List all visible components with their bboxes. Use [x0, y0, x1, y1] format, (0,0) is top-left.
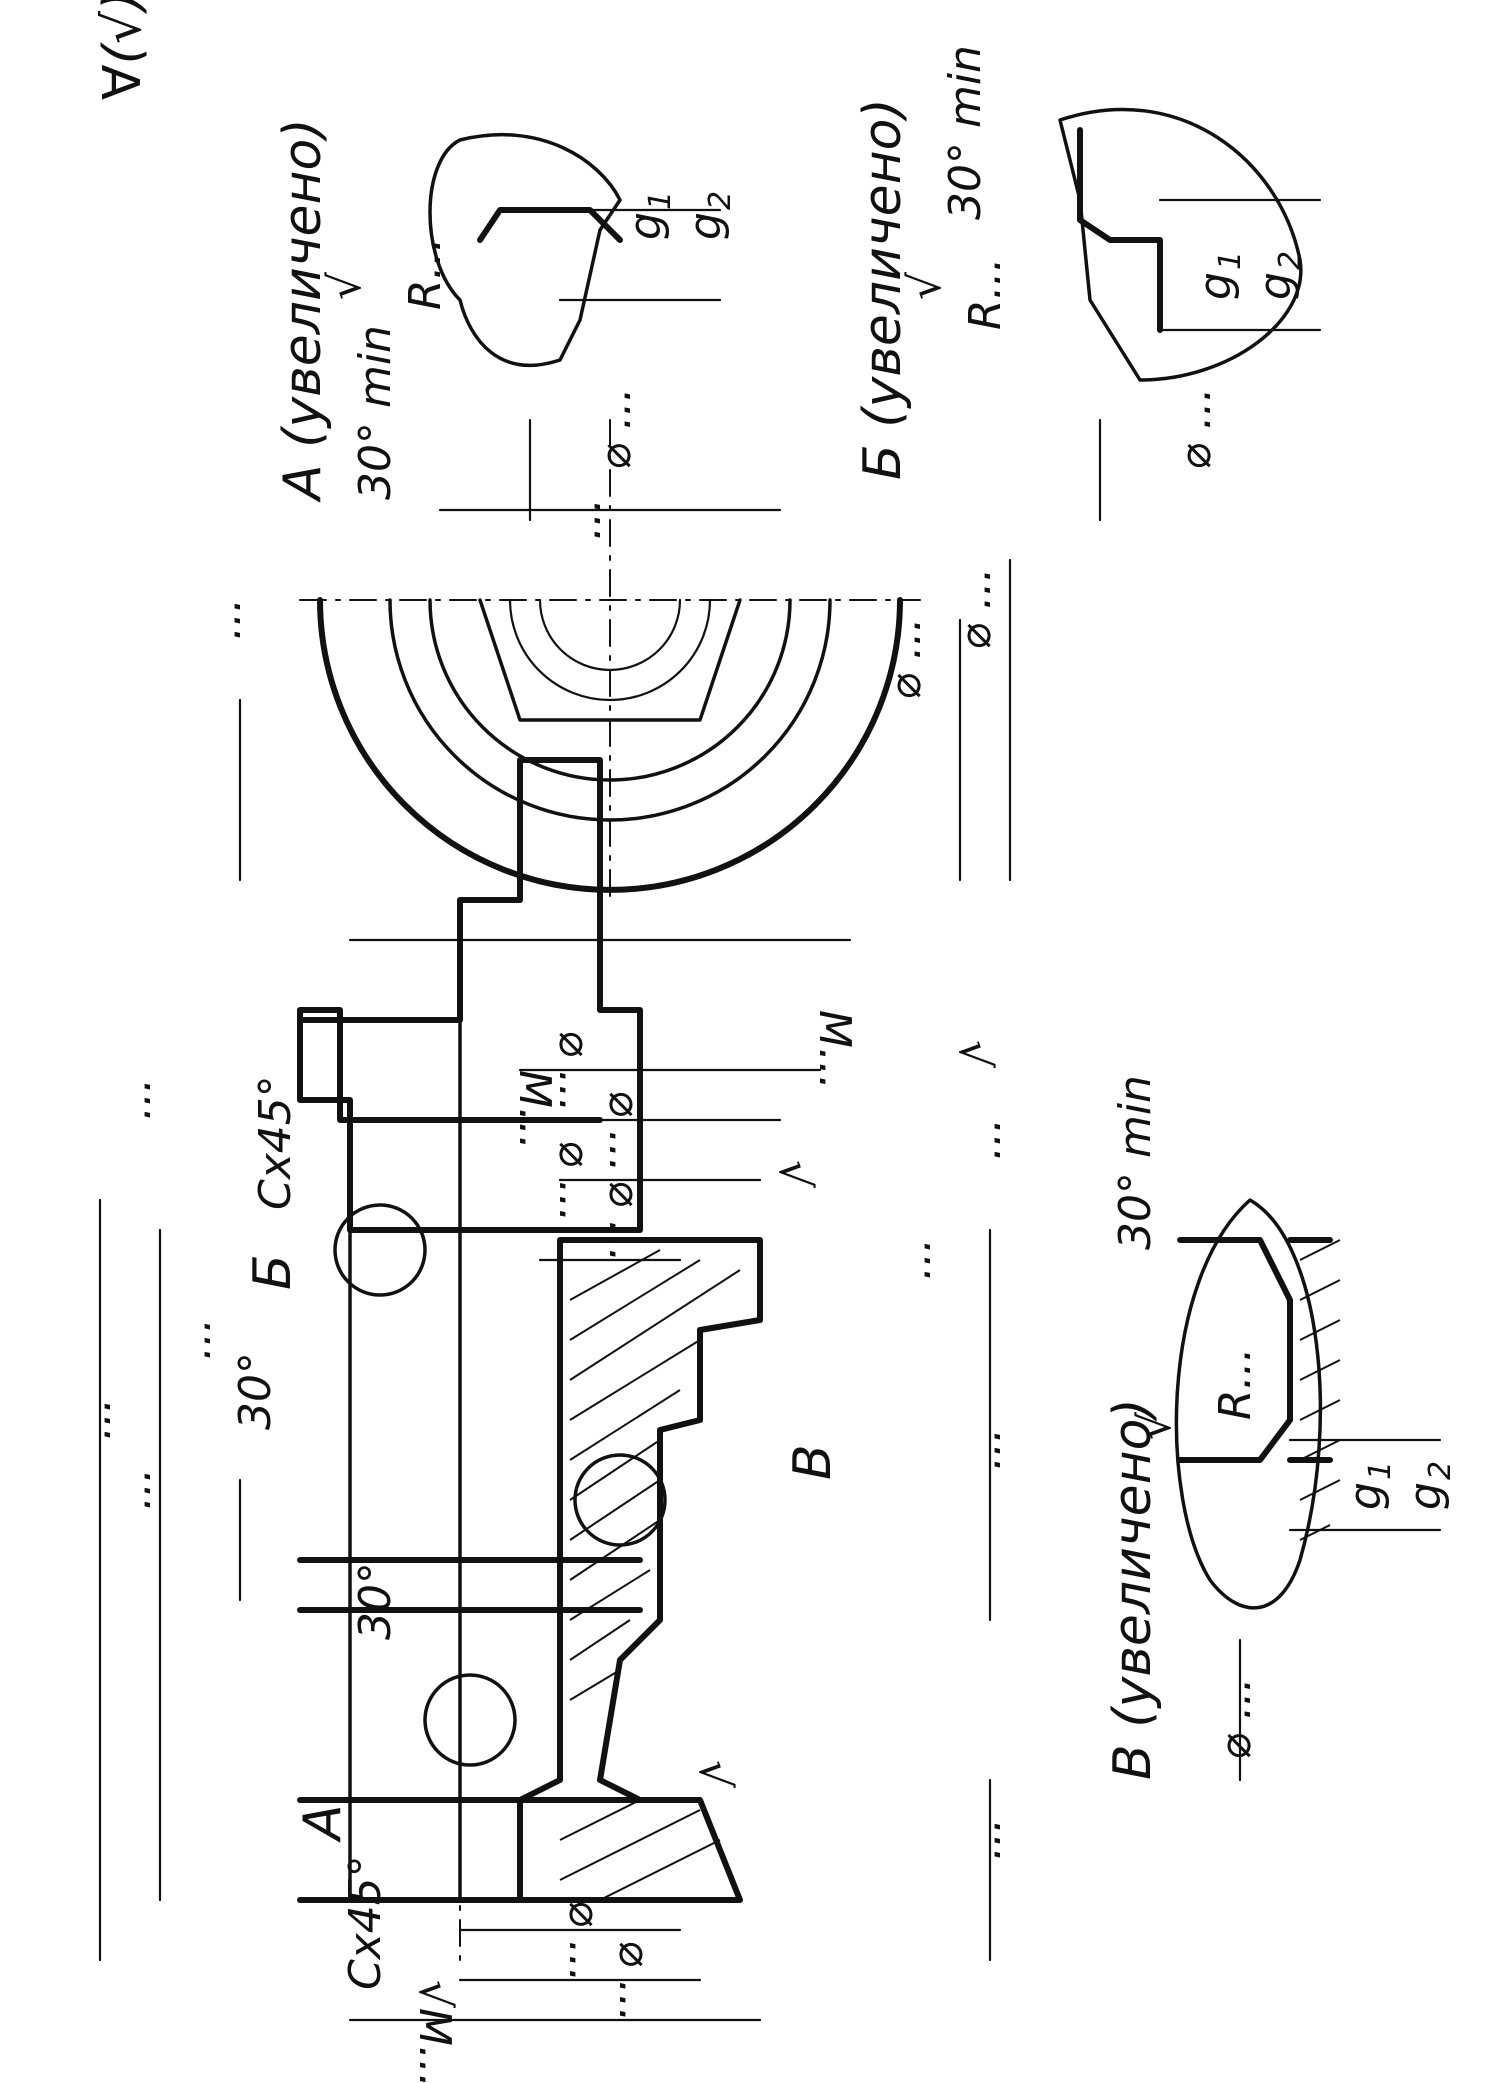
detail-b-outline [1058, 107, 1303, 382]
dim-label-right-2: ... [890, 1238, 941, 1280]
detail-circle-a [423, 1673, 517, 1767]
end-view-top-label: ... [200, 598, 251, 640]
thread-label-bottom: √M... [409, 1980, 460, 2083]
end-view-dia-label-2: ⌀ ... [950, 568, 1001, 650]
chamfer-label-top: Cx45° [250, 1075, 301, 1210]
dim-label-right-1: ... [960, 1118, 1011, 1160]
end-view-flat-label: ... [560, 498, 611, 540]
detail-view-b: Б (увеличено) 30° min R... g 1 g 2 ⌀ ...… [853, 45, 1322, 522]
detail-v-edges [1287, 1237, 1333, 1463]
dia-label-6: ⌀ ... [609, 1940, 660, 2022]
detail-b-profile [1077, 127, 1163, 333]
detail-circle-b [333, 1203, 427, 1297]
detail-v-g1-sub: 1 [1363, 1461, 1398, 1480]
chamfer-label-bottom: Cx45° [340, 1855, 391, 1990]
detail-a-g2: g [680, 212, 731, 240]
end-view: ... ... ⌀ ... ⌀ ... [200, 419, 1012, 901]
callout-label-a: А [293, 1804, 353, 1843]
detail-b-radius: R... [960, 257, 1011, 330]
dim-label-overall: ... [70, 1398, 121, 1440]
detail-a-profile [477, 207, 623, 243]
detail-v-roughness: √ [1130, 1411, 1181, 1440]
detail-view-a: А (увеличено) 30° min R... g 1 g 2 ⌀ ...… [273, 118, 738, 522]
detail-v-radius: R... [1210, 1347, 1261, 1420]
detail-v-title: В (увеличено) [1103, 1398, 1163, 1780]
detail-v-hatching [1299, 1239, 1341, 1541]
roughness-inner: √ [769, 1160, 820, 1189]
dia-label-3: ⌀ ... [549, 1140, 600, 1222]
main-section-view: Cx45° Cx45° 30° 30° Б В А M... M... √M..… [70, 757, 1011, 2083]
dim-label-upper: ... [110, 1468, 161, 1510]
dim-label-right-3: ... [960, 1428, 1011, 1470]
detail-v-g1: g [1340, 1482, 1391, 1510]
detail-v-dia: ⌀ ... [1210, 1678, 1261, 1760]
angle-30-label-a: 30° [230, 1352, 281, 1430]
detail-a-g1: g [620, 212, 671, 240]
detail-circle-v [573, 1453, 667, 1547]
detail-v-g2-sub: 2 [1423, 1461, 1458, 1480]
detail-b-g1-sub: 1 [1213, 251, 1248, 270]
detail-b-roughness: √ [900, 271, 951, 300]
hatched-section-outline [517, 1237, 763, 1903]
thread-label-mid: M... [509, 1070, 560, 1150]
detail-b-30min: 30° min [940, 45, 991, 220]
detail-b-g1: g [1190, 272, 1241, 300]
detail-b-g2-sub: 2 [1273, 251, 1308, 270]
detail-view-v: В (увеличено) 30° min R... g 1 g 2 ⌀ ...… [1103, 1075, 1458, 1782]
detail-v-profile [1177, 1237, 1293, 1463]
detail-a-title: А (увеличено) [273, 118, 333, 503]
dim-label-top: ... [110, 1078, 161, 1120]
detail-b-title: Б (увеличено) [853, 98, 913, 480]
detail-a-g1-sub: 1 [643, 191, 678, 210]
detail-a-g2-sub: 2 [703, 191, 738, 210]
callout-label-v: В [783, 1444, 843, 1480]
thread-label-top: M... [809, 1010, 860, 1090]
detail-a-30min: 30° min [350, 325, 401, 500]
roughness-right: √ [949, 1040, 1000, 1069]
main-outline [297, 757, 643, 1233]
dia-label-5: ⌀ ... [559, 1900, 610, 1982]
detail-b-g2: g [1250, 272, 1301, 300]
end-view-bore-arc-2 [508, 598, 712, 702]
dim-label-right-4: ... [960, 1818, 1011, 1860]
dim-label-mid: ... [170, 1318, 221, 1360]
detail-a-outline [428, 132, 622, 367]
dia-label-4: ⌀ ... [599, 1180, 650, 1262]
end-view-dia-label-1: ⌀ ... [880, 618, 931, 700]
detail-v-outline [1174, 1198, 1323, 1610]
detail-a-dia: ⌀ ... [590, 388, 641, 470]
dia-label-2: ⌀ ... [599, 1090, 650, 1172]
callout-label-b: Б [243, 1254, 303, 1290]
left-hub [297, 1007, 603, 1123]
angle-30-label-b: 30° [350, 1562, 401, 1640]
detail-v-30min: 30° min [1110, 1075, 1161, 1250]
detail-a-radius: R... [400, 237, 451, 310]
detail-b-dia: ⌀ ... [1170, 388, 1221, 470]
general-roughness-symbol: ∀(√) [93, 0, 153, 100]
detail-a-roughness: √ [320, 271, 371, 300]
detail-v-g2: g [1400, 1482, 1451, 1510]
roughness-lower: √ [689, 1760, 740, 1789]
dia-label-1: ⌀ ... [549, 1030, 600, 1112]
hatching [559, 1249, 741, 1901]
